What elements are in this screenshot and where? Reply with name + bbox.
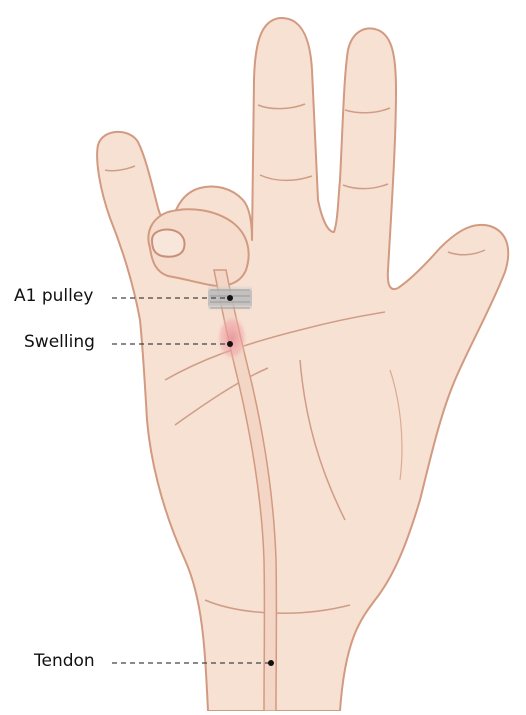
fingernail-shape bbox=[152, 229, 185, 256]
a1-pulley-label: A1 pulley bbox=[14, 288, 93, 305]
swelling-marker bbox=[227, 341, 233, 347]
tendon-label: Tendon bbox=[34, 653, 95, 670]
a1-pulley-marker bbox=[227, 295, 233, 301]
hand-outline bbox=[97, 18, 508, 711]
tendon-marker bbox=[268, 660, 274, 666]
swelling-nodule bbox=[216, 314, 248, 362]
swelling-label: Swelling bbox=[24, 334, 95, 351]
